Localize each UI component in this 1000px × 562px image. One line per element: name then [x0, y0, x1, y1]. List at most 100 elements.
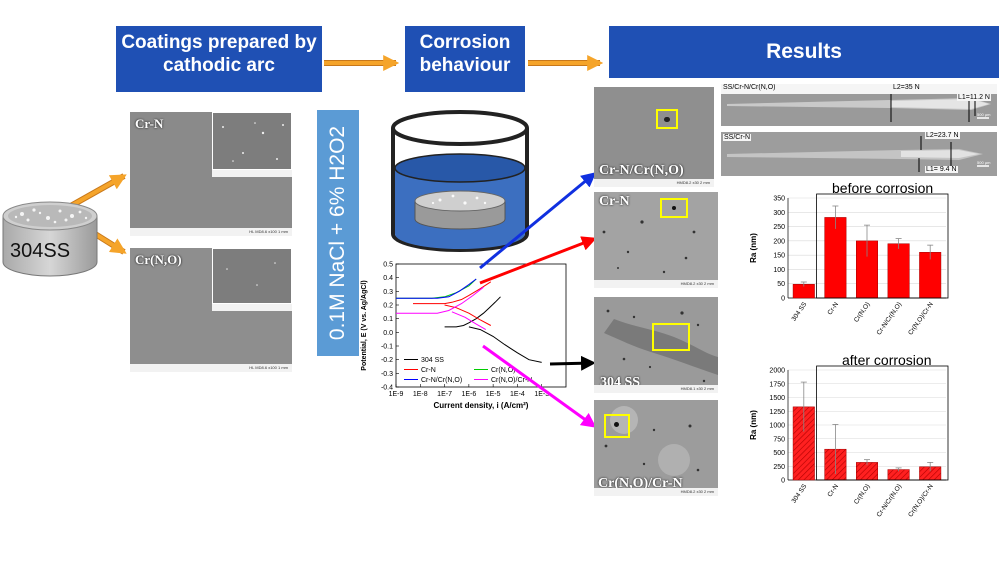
highlight-box — [652, 323, 690, 351]
y-tick-label: 200 — [773, 238, 785, 245]
sem-pits — [602, 220, 696, 274]
sem-footer: HMD8.2 x30 2 mm — [594, 488, 718, 496]
x-tick-label: Cr(N,O) — [853, 483, 872, 506]
substrate-label: 304SS — [10, 240, 71, 262]
y-tick-label: -0.2 — [381, 357, 393, 364]
bar — [824, 217, 847, 299]
y-tick-label: 0.5 — [383, 262, 393, 269]
scratch-l2: L2=35 N — [893, 84, 920, 91]
beaker-icon — [391, 110, 529, 252]
y-tick-label: 250 — [773, 464, 785, 471]
x-tick-label: Cr-N/Cr(N,O) — [876, 483, 904, 518]
coatings-group-box — [816, 365, 949, 481]
highlight-box — [660, 198, 688, 218]
x-tick-label: 1E-7 — [437, 391, 452, 398]
pit-mark — [664, 117, 670, 122]
header-corrosion: Corrosion behaviour — [405, 26, 525, 92]
scratch-l1: L1=11.2 N — [957, 94, 991, 101]
substrate-cylinder: 304SS — [0, 196, 100, 280]
y-axis-label: Ra (nm) — [749, 233, 758, 263]
y-axis-label: Potential, E (V vs. Ag/AgCl) — [361, 280, 368, 370]
y-tick-label: 2000 — [769, 368, 785, 375]
scratch-title: SS/Cr-N — [723, 134, 752, 141]
y-tick-label: 0.1 — [383, 316, 393, 323]
x-tick-label: Cr(N,O)/Cr-N — [907, 483, 935, 519]
y-tick-label: 500 — [773, 450, 785, 457]
highlight-box — [656, 109, 678, 129]
legend-label: Cr-N/Cr(N,O) — [421, 377, 462, 384]
bar-chart-title: after corrosion — [842, 352, 932, 368]
sem-image-304ss: 304 SS HMD8.1 x30 2 mm — [594, 297, 718, 393]
sem-footer: HMD8.2 x30 2 mm — [594, 179, 714, 187]
legend-label: Cr(N,O) — [491, 367, 516, 374]
x-axis-label: Current density, i (A/cm²) — [434, 401, 529, 410]
sem-image-crn-crno: Cr-N/Cr(N,O) HMD8.2 x30 2 mm — [594, 87, 714, 187]
sem-label: Cr(N,O) — [135, 252, 182, 267]
pit-mark — [614, 422, 619, 427]
sem-inset-strip — [212, 170, 292, 177]
x-tick-label: 304 SS — [790, 483, 808, 505]
pit-mark — [672, 206, 676, 210]
y-tick-label: 1750 — [769, 381, 785, 388]
x-tick-label: 1E-5 — [486, 391, 501, 398]
sem-image-crno-crn: Cr(N,O)/Cr-N HMD8.2 x30 2 mm — [594, 400, 718, 496]
y-tick-label: 100 — [773, 267, 785, 274]
y-tick-label: -0.4 — [381, 385, 393, 392]
y-axis-label: Ra (nm) — [749, 410, 758, 440]
sem-spots — [604, 406, 700, 476]
y-tick-label: 1000 — [769, 423, 785, 430]
scratch-scale: 500 µm — [977, 112, 991, 117]
x-tick-label: Cr-N — [826, 301, 840, 317]
y-tick-label: -0.1 — [381, 344, 393, 351]
series-line — [396, 278, 477, 299]
sem-footer: HMD8.2 x30 2 mm — [594, 280, 718, 288]
y-tick-label: 0.3 — [383, 289, 393, 296]
sem-label: Cr(N,O)/Cr-N — [598, 476, 683, 491]
sem-image-crn: Cr-N HL MD8.6 x100 1 mm — [130, 112, 292, 236]
sem-label: Cr-N — [135, 116, 164, 131]
y-tick-label: 0 — [781, 296, 785, 303]
sem-footer: HL MD8.6 x100 1 mm — [130, 364, 292, 372]
series-line — [444, 296, 501, 328]
sem-inset — [212, 112, 292, 170]
y-tick-label: -0.3 — [381, 371, 393, 378]
sem-label: Cr-N/Cr(N,O) — [599, 163, 684, 178]
scratch-track — [727, 136, 989, 172]
x-tick-label: 1E-9 — [389, 391, 404, 398]
scratch-l1: L1= 9.4 N — [925, 166, 958, 173]
y-tick-label: 300 — [773, 210, 785, 217]
legend-label: 304 SS — [421, 357, 444, 364]
x-tick-label: 1E-4 — [510, 391, 525, 398]
legend-label: Cr(N,O)/Cr-N — [491, 377, 532, 384]
bar — [887, 243, 910, 299]
y-tick-label: 50 — [777, 281, 785, 288]
bar-chart-title: before corrosion — [832, 180, 934, 196]
scratch-track — [721, 84, 997, 122]
y-tick-label: 150 — [773, 253, 785, 260]
y-tick-label: 750 — [773, 436, 785, 443]
sem-image-crno: Cr(N,O) HL MD8.6 x100 1 mm — [130, 248, 292, 372]
x-tick-label: 1E-6 — [461, 391, 476, 398]
series-line — [451, 311, 487, 331]
sem-inset-strip — [212, 304, 292, 311]
scratch-image-2: SS/Cr-N L2=23.7 N L1= 9.4 N 500 µm — [721, 132, 997, 176]
sem-scratch-band — [604, 309, 718, 383]
x-tick-label: 1E-3 — [534, 391, 549, 398]
x-tick-label: Cr-N/Cr(N,O) — [876, 301, 904, 336]
y-tick-label: 1500 — [769, 395, 785, 402]
series-line — [413, 281, 492, 305]
series-line — [444, 304, 492, 326]
solution-label-box: 0.1M NaCl + 6% H2O2 — [317, 110, 359, 356]
header-coatings: Coatings prepared by cathodic arc — [116, 26, 322, 92]
sem-inset — [212, 248, 292, 304]
series-line — [468, 326, 542, 363]
y-tick-label: 0 — [781, 478, 785, 485]
highlight-box — [604, 414, 630, 438]
sem-footer: HMD8.1 x30 2 mm — [594, 385, 718, 393]
sem-image-crn-right: Cr-N HMD8.2 x30 2 mm — [594, 192, 718, 288]
x-tick-label: Cr(N,O)/Cr-N — [907, 301, 935, 337]
scratch-l2: L2=23.7 N — [925, 132, 960, 139]
